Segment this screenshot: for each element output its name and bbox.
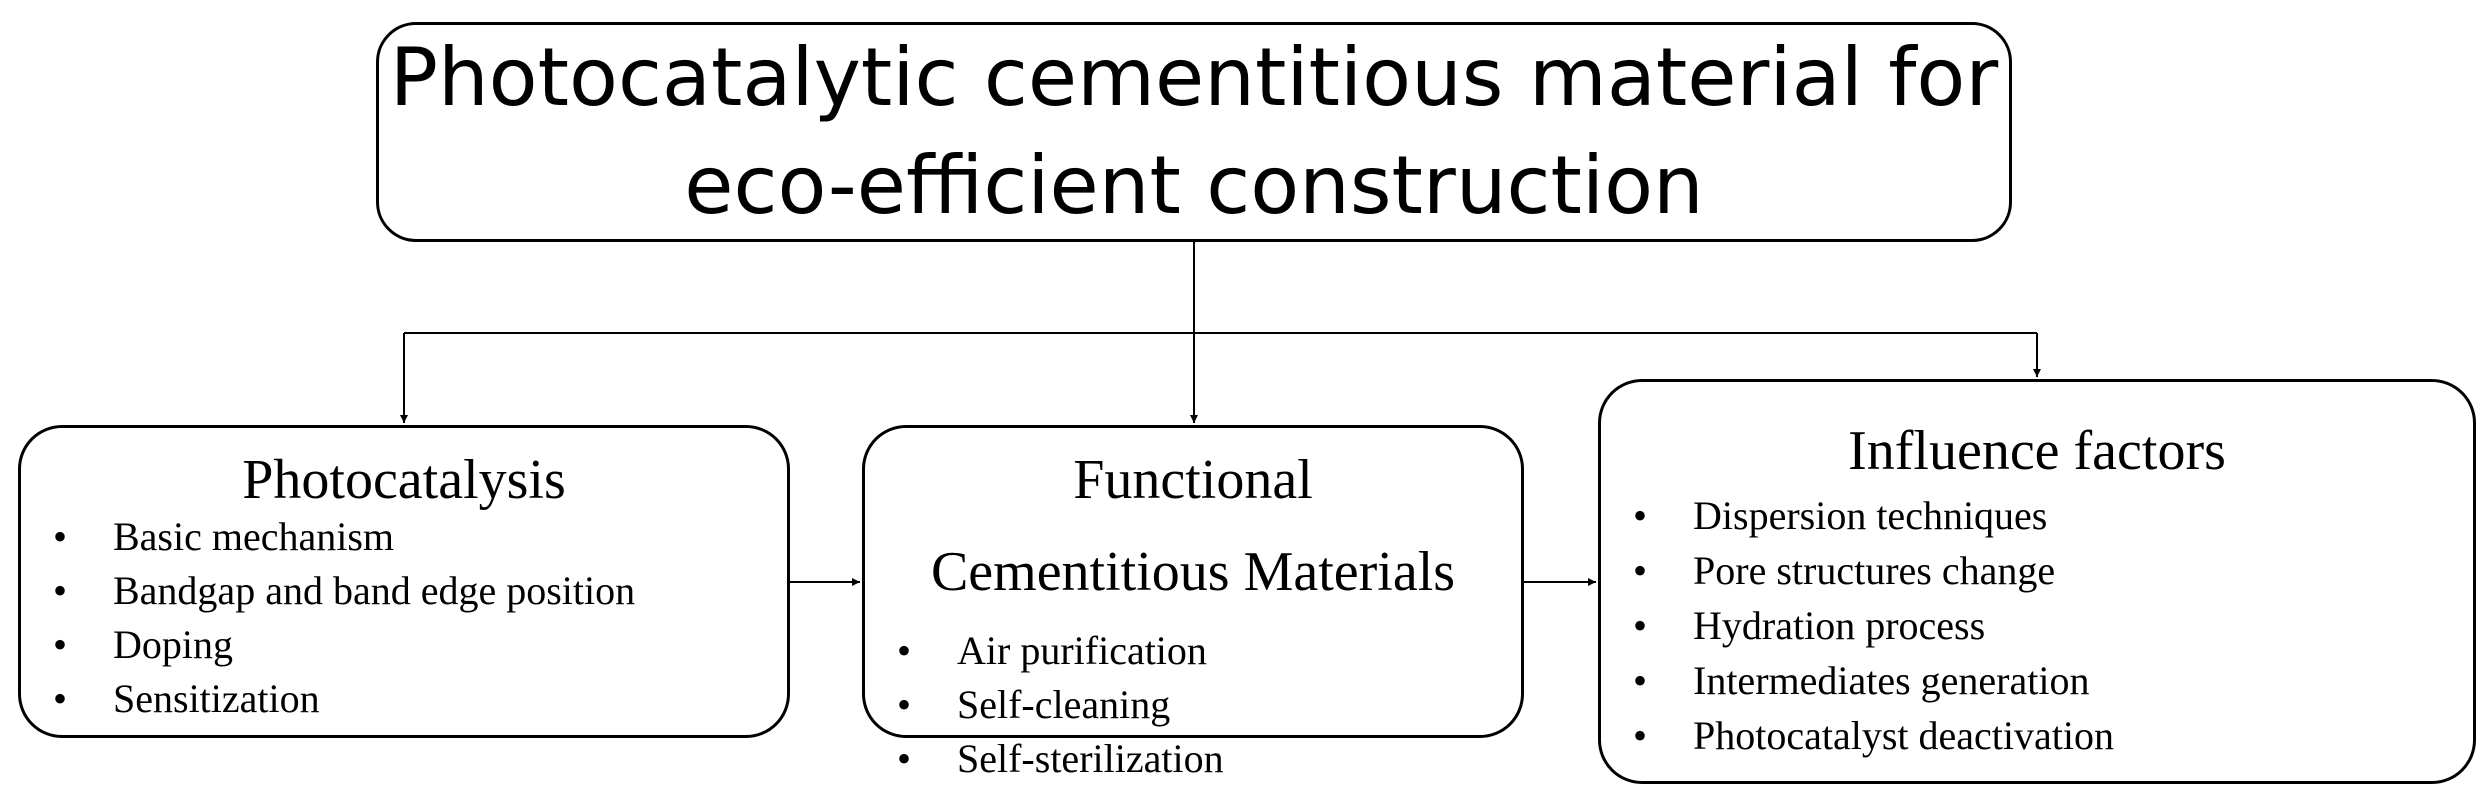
list-item: Self-sterilization <box>865 732 1521 786</box>
functional-materials-heading-line-1: Functional <box>1073 449 1313 511</box>
influence-factors-box: Influence factors Dispersion techniques … <box>1598 379 2476 784</box>
list-item: Photocatalyst deactivation <box>1601 708 2473 763</box>
title-box: Photocatalytic cementitious material for… <box>376 22 2012 242</box>
functional-materials-heading: Functional Cementitious Materials <box>865 434 1521 618</box>
photocatalysis-heading: Photocatalysis <box>242 449 566 511</box>
photocatalysis-box: Photocatalysis Basic mechanism Bandgap a… <box>18 425 790 738</box>
functional-materials-list: Air purification Self-cleaning Self-ster… <box>865 624 1521 786</box>
list-item: Bandgap and band edge position <box>21 564 787 618</box>
influence-factors-list: Dispersion techniques Pore structures ch… <box>1601 488 2473 763</box>
photocatalysis-list: Basic mechanism Bandgap and band edge po… <box>21 510 787 726</box>
functional-materials-box: Functional Cementitious Materials Air pu… <box>862 425 1524 786</box>
list-item: Basic mechanism <box>21 510 787 564</box>
list-item: Intermediates generation <box>1601 653 2473 708</box>
list-item: Sensitization <box>21 672 787 726</box>
title-line-2: eco-efficient construction <box>684 139 1704 232</box>
list-item: Air purification <box>865 624 1521 678</box>
list-item: Dispersion techniques <box>1601 488 2473 543</box>
functional-materials-heading-line-2: Cementitious Materials <box>930 541 1456 603</box>
list-item: Doping <box>21 618 787 672</box>
list-item: Hydration process <box>1601 598 2473 653</box>
list-item: Pore structures change <box>1601 543 2473 598</box>
list-item: Self-cleaning <box>865 678 1521 732</box>
title-line-1: Photocatalytic cementitious material for <box>389 31 1999 124</box>
influence-factors-heading: Influence factors <box>1848 420 2226 482</box>
